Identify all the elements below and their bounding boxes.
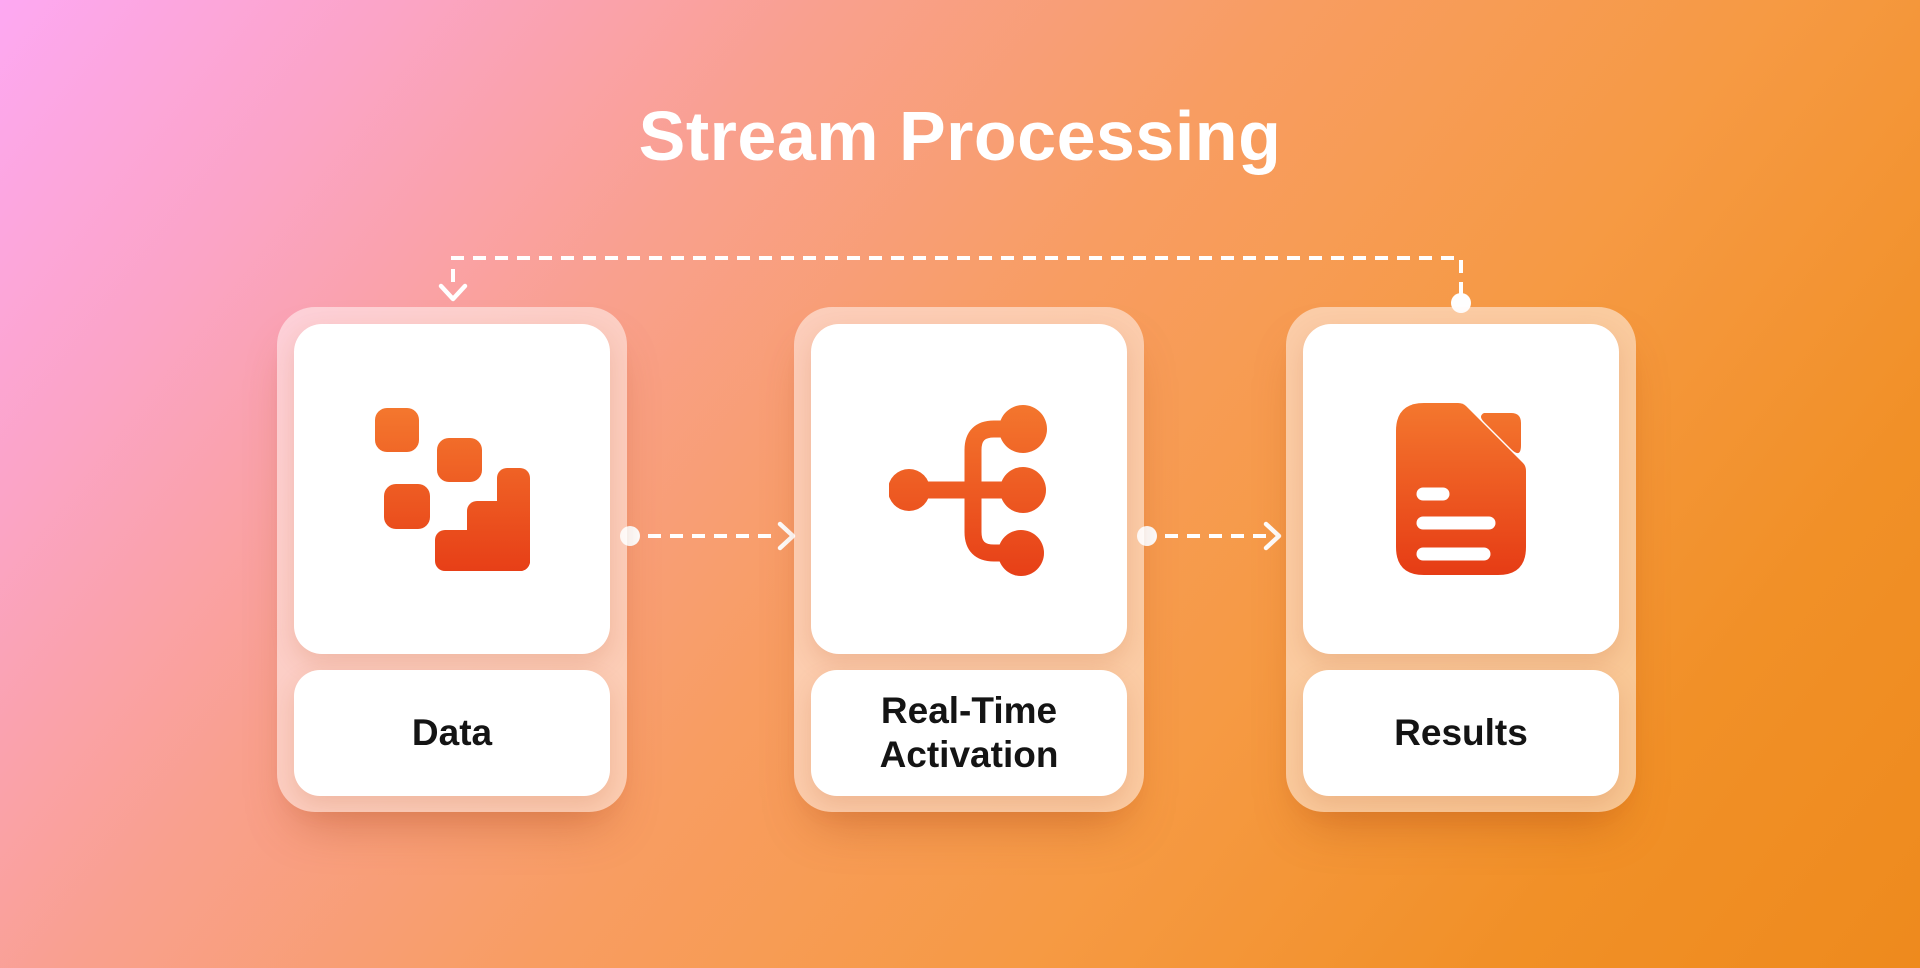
results-icon-card — [1303, 324, 1619, 654]
feedback-loop-arrow — [438, 256, 1471, 313]
arrow-data-to-activation — [620, 521, 796, 551]
activation-label-card: Real-Time Activation — [811, 670, 1127, 796]
card-results: Results — [1286, 307, 1636, 812]
pixel-data-icon — [374, 407, 530, 571]
card-activation: Real-Time Activation — [794, 307, 1144, 812]
card-data: Data — [277, 307, 627, 812]
page-title: Stream Processing — [638, 97, 1282, 175]
arrow-activation-to-results — [1137, 521, 1282, 551]
data-label-card: Data — [294, 670, 610, 796]
data-icon-card — [294, 324, 610, 654]
arrowhead-icon — [777, 521, 796, 551]
fanout-branch-icon — [889, 404, 1047, 576]
card-label: Real-Time Activation — [879, 689, 1059, 775]
results-label-card: Results — [1303, 670, 1619, 796]
document-icon — [1396, 403, 1526, 575]
loop-arrowhead-icon — [438, 283, 468, 302]
card-label: Results — [1394, 711, 1528, 753]
card-label: Data — [411, 711, 493, 753]
arrowhead-icon — [1263, 521, 1282, 551]
activation-icon-card — [811, 324, 1127, 654]
